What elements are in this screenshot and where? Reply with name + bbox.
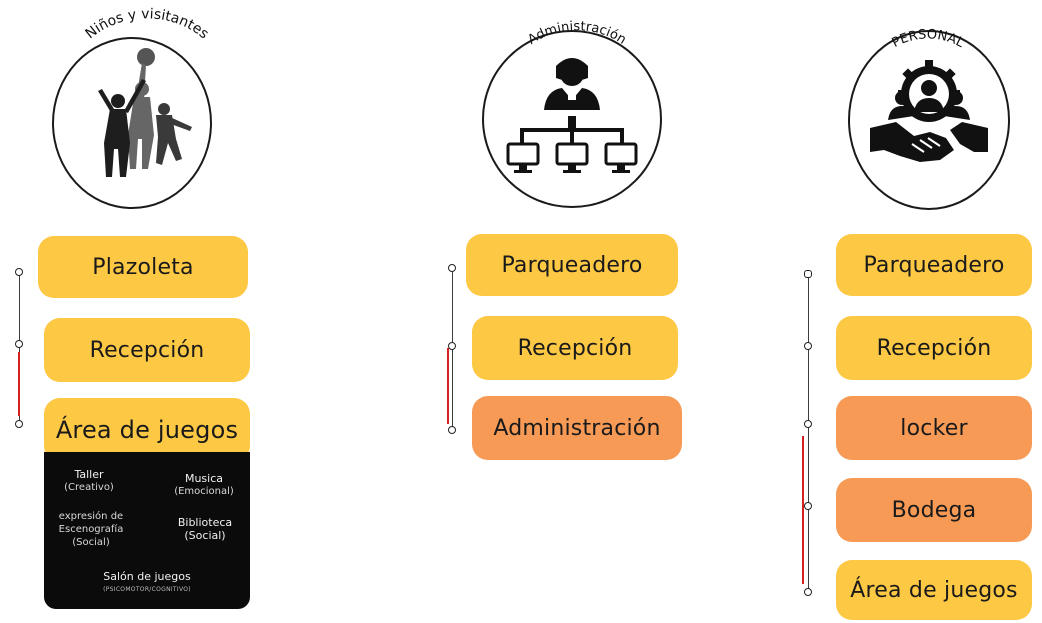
administracion-circle: [482, 30, 662, 208]
administracion-node-1: [448, 264, 456, 272]
administracion-arc-title: Administración: [525, 19, 628, 47]
ninos-rail-highlight: [18, 352, 20, 416]
personal-node-1: [804, 270, 812, 278]
ninos-node-2: [15, 340, 23, 348]
administracion-rail: [452, 268, 453, 432]
administracion-node-3: [448, 426, 456, 434]
activity-musica: Musica (Emocional): [174, 472, 234, 497]
personal-node-3: [804, 420, 812, 428]
ninos-circle: [52, 37, 212, 209]
personal-node-5: [804, 588, 812, 596]
activities-panel: Taller (Creativo) Musica (Emocional) exp…: [44, 452, 250, 609]
column-personal: PERSONAL Parqueadero Recepción locker Bo…: [790, 0, 1042, 623]
svg-text:Niños y visitantes: Niños y visitantes: [82, 6, 211, 42]
box-recepcion: Recepción: [44, 318, 250, 382]
personal-arc-title: PERSONAL: [890, 27, 967, 51]
ninos-node-3: [15, 420, 23, 428]
activity-taller: Taller (Creativo): [64, 468, 114, 493]
personal-node-2: [804, 342, 812, 350]
team-handshake-icon: [870, 60, 988, 162]
administracion-rail-highlight: [447, 348, 449, 424]
box-area-juegos: Área de juegos: [836, 560, 1032, 620]
box-recepcion: Recepción: [836, 316, 1032, 380]
box-locker: locker: [836, 396, 1032, 460]
box-plazoleta: Plazoleta: [38, 236, 248, 298]
activity-expresion: expresión de Escenografía (Social): [58, 511, 124, 548]
column-ninos-visitantes: Niños y visitantes Plazoleta Recepción Á…: [0, 0, 300, 623]
column-administracion: Administración Parqueadero Recepción Adm…: [420, 0, 720, 623]
box-bodega: Bodega: [836, 478, 1032, 542]
personal-node-4: [804, 502, 812, 510]
box-administracion: Administración: [472, 396, 682, 460]
box-recepcion: Recepción: [472, 316, 678, 380]
activity-biblioteca: Biblioteca (Social): [177, 516, 233, 542]
children-playing-icon: [98, 48, 192, 177]
svg-text:Administración: Administración: [525, 19, 628, 47]
ninos-rail: [19, 272, 20, 424]
ninos-arc-title: Niños y visitantes: [82, 6, 211, 42]
org-chart-network-icon: [506, 58, 638, 173]
administracion-node-2: [448, 342, 456, 350]
box-area-juegos: Área de juegos: [44, 398, 250, 462]
personal-circle: [848, 30, 1010, 210]
box-parqueadero: Parqueadero: [836, 234, 1032, 296]
personal-rail: [808, 276, 809, 594]
box-parqueadero: Parqueadero: [466, 234, 678, 296]
ninos-node-1: [15, 268, 23, 276]
svg-text:PERSONAL: PERSONAL: [890, 27, 967, 51]
personal-rail-highlight: [802, 436, 804, 584]
activity-salon: Salón de juegos (PSICOMOTOR/COGNITIVO): [103, 570, 191, 593]
